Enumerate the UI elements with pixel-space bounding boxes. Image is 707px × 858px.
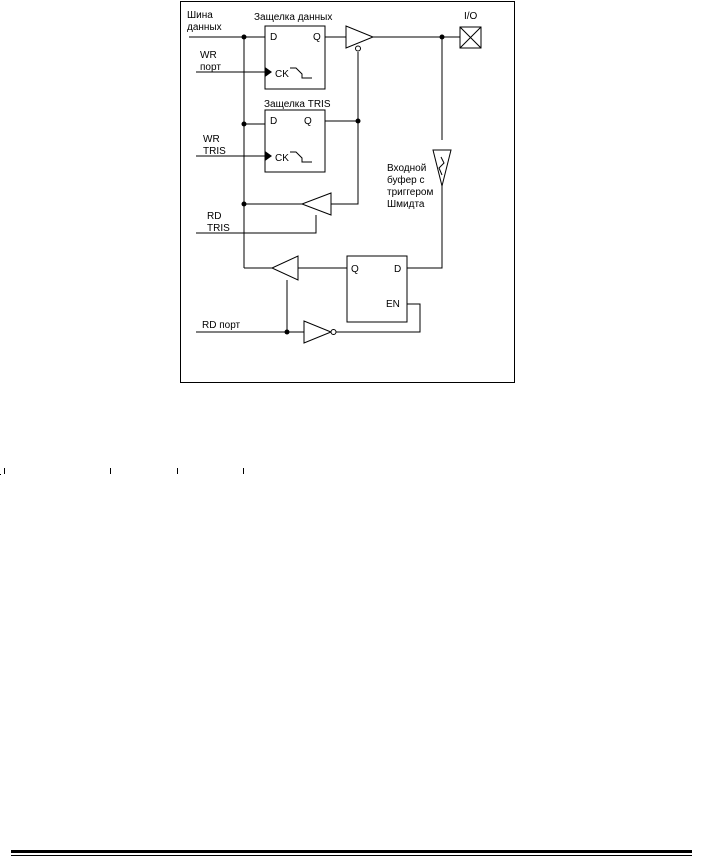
wires (189, 36, 460, 333)
falling-edge-icon (290, 67, 312, 79)
schmitt-label-1: Входной (387, 163, 426, 174)
input-latch-pin-d: D (394, 264, 401, 275)
schmitt-trigger-buffer (432, 149, 452, 187)
rd-port-label: RD порт (202, 320, 241, 331)
schmitt-label-2: буфер с (387, 174, 425, 186)
rd-tris-buffer (300, 192, 332, 216)
data-latch-pin-q: Q (313, 32, 321, 43)
clock-input-marker (265, 67, 272, 77)
input-latch: Q D EN (346, 255, 408, 323)
tab-ruler (0, 468, 245, 475)
data-latch-pin-ck: CK (275, 69, 289, 80)
page-bottom-rule (11, 850, 692, 856)
io-label: I/O (464, 11, 478, 22)
junction-dots (241, 34, 445, 335)
rd-port-inverter (303, 320, 337, 344)
data-bus-label-1: Шина (187, 10, 213, 21)
inversion-bubble (355, 45, 361, 52)
clock-input-marker (265, 151, 272, 161)
rd-tris-label-1: RD (207, 211, 221, 222)
diagram-frame (180, 1, 515, 383)
tris-latch-pin-q: Q (304, 116, 312, 127)
input-buffer (270, 255, 299, 281)
tris-latch: D Q CK (264, 109, 326, 173)
schmitt-label-4: Шмидта (387, 199, 425, 210)
data-latch-pin-d: D (270, 32, 277, 43)
wr-port-label-1: WR (200, 50, 217, 61)
wr-port-label-2: порт (200, 62, 221, 73)
tris-latch-title: Защелка TRIS (264, 99, 331, 110)
data-bus-label-2: данных (187, 22, 222, 33)
schmitt-icon (438, 156, 445, 176)
rd-tris-label-2: TRIS (207, 223, 230, 234)
wr-tris-label-1: WR (203, 134, 220, 145)
wr-tris-label-2: TRIS (203, 146, 226, 157)
io-pad (459, 26, 482, 49)
falling-edge-icon (290, 151, 312, 163)
data-latch: D Q CK (264, 25, 326, 90)
input-latch-pin-q: Q (351, 264, 359, 275)
schmitt-label-3: триггером (387, 187, 433, 198)
tris-latch-pin-d: D (270, 116, 277, 127)
data-latch-title: Защелка данных (254, 12, 332, 23)
output-buffer (345, 25, 375, 52)
input-latch-pin-en: EN (386, 299, 400, 310)
tris-latch-pin-ck: CK (275, 153, 289, 164)
